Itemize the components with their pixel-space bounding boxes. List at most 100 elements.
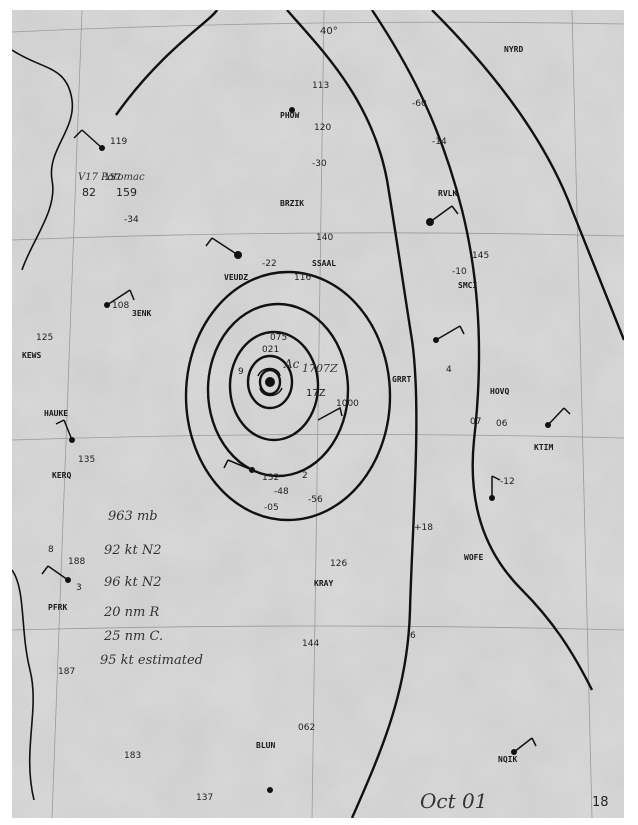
station-code: HAUKE <box>44 409 68 418</box>
wind-barb <box>513 737 537 753</box>
obs-value: 120 <box>314 123 331 133</box>
station-code: BLUN <box>256 741 275 750</box>
map-canvas: 40° Ac 1707Z 17Z 1000 V17 Potomac 82 159… <box>12 10 624 818</box>
wind-barb <box>106 289 135 306</box>
wind-barb <box>435 325 465 341</box>
lat-lon-grid <box>12 10 624 818</box>
obs-value: -22 <box>262 259 277 269</box>
obs-digit: 3 <box>76 583 82 593</box>
station-code: KEWS <box>22 351 41 360</box>
obs-value: 188 <box>68 557 85 567</box>
obs-value: 126 <box>330 559 347 569</box>
meridian-line <box>311 10 325 818</box>
obs-value: 144 <box>302 639 319 649</box>
obs-value: 135 <box>78 455 95 465</box>
intensity-note-wind-1: 92 kt N2 <box>104 543 162 558</box>
wind-barb <box>41 565 69 581</box>
station-code: PHOW <box>280 111 299 120</box>
isobar-center <box>258 368 282 396</box>
obs-value: 132 <box>262 473 279 483</box>
obs-digit: 4 <box>446 365 452 375</box>
isobar-ring-1 <box>246 354 294 410</box>
station-code: 3ENK <box>132 309 151 318</box>
station-code-labels: NYRD PHOW BRZIK RVLK SSAAL VEUDZ SMCI 3E… <box>22 45 553 764</box>
surface-analysis-chart: 40° Ac 1707Z 17Z 1000 V17 Potomac 82 159… <box>12 10 624 818</box>
map-date-label: Oct 01 <box>420 789 487 813</box>
obs-value: -48 <box>274 487 289 497</box>
station-code: SSAAL <box>312 259 336 268</box>
storm-time-label: 17Z <box>306 388 326 399</box>
wind-barb <box>429 205 459 223</box>
station-code: VEUDZ <box>224 273 248 282</box>
intensity-note-radius: 20 nm R <box>103 605 160 620</box>
station-code: HOVQ <box>490 387 509 396</box>
isobar-ring-2 <box>228 330 320 442</box>
isobar-outer-east <box>286 10 418 818</box>
obs-value: 075 <box>270 333 287 343</box>
wind-barb <box>205 237 239 256</box>
isobar-lines <box>115 10 624 818</box>
isobar-ring-3 <box>206 302 350 478</box>
wind-barb <box>55 419 73 441</box>
isobar-arc-northwest <box>115 10 219 116</box>
small-plot-digits: 9 8 2 4 6 3 <box>48 365 452 641</box>
ship-note: V17 Potomac <box>78 172 145 183</box>
station-code: WOFE <box>464 553 483 562</box>
obs-value: -14 <box>432 137 447 147</box>
plotted-observations: 157 140 135 132 116 145 120 126 125 144 … <box>36 81 515 803</box>
meridian-label: 40° <box>320 26 338 37</box>
coastline-south <box>12 569 35 801</box>
station-code: KTIM <box>534 443 553 452</box>
obs-value: -34 <box>124 215 139 225</box>
ship-value: 82 <box>82 186 96 199</box>
storm-eye <box>265 377 275 387</box>
parallel-line <box>12 21 624 33</box>
wind-barb <box>73 129 103 149</box>
isobar-ring-4 <box>184 270 392 522</box>
intensity-note-pressure: 963 mb <box>108 509 158 524</box>
obs-digit: 9 <box>238 367 244 377</box>
station-code: KRAY <box>314 579 333 588</box>
obs-value: 113 <box>312 81 329 91</box>
pressure-label: 1000 <box>336 399 359 409</box>
obs-value: 145 <box>472 251 489 261</box>
ship-value: 159 <box>116 186 137 199</box>
obs-value: -10 <box>452 267 467 277</box>
parallel-line <box>12 232 624 241</box>
wind-barb <box>317 406 343 421</box>
storm-note-ac: Ac <box>283 357 300 371</box>
intensity-note-wind-2: 96 kt N2 <box>104 575 162 590</box>
station-dot <box>289 107 295 113</box>
obs-value: 07 <box>470 417 481 427</box>
station-code: NQIK <box>498 755 517 764</box>
obs-value: +18 <box>414 523 433 533</box>
map-corner-label: 18 <box>592 795 609 810</box>
intensity-note-eye: 25 nm C. <box>103 629 163 644</box>
station-code: SMCI <box>458 281 477 290</box>
obs-value: 183 <box>124 751 141 761</box>
coastline <box>12 49 74 801</box>
intensity-note-estimated: 95 kt estimated <box>100 653 203 668</box>
wind-barb <box>491 475 501 498</box>
obs-value: -12 <box>500 477 515 487</box>
station-code: NYRD <box>504 45 523 54</box>
wind-barbs <box>41 129 571 753</box>
meridian-line <box>51 10 83 818</box>
parallel-line <box>12 625 624 631</box>
obs-value: -30 <box>312 159 327 169</box>
obs-value: -05 <box>264 503 279 513</box>
obs-digit: 8 <box>48 545 54 555</box>
hurricane-icon <box>257 367 283 397</box>
obs-value: 157 <box>104 173 121 183</box>
station-code: GRRT <box>392 375 411 384</box>
obs-value: 137 <box>196 793 213 803</box>
obs-digit: 2 <box>302 471 308 481</box>
station-dot <box>267 787 273 793</box>
obs-value: 116 <box>294 273 311 283</box>
obs-value: 108 <box>112 301 129 311</box>
obs-value: -56 <box>308 495 323 505</box>
isobar-far-east <box>431 10 624 341</box>
obs-value: 187 <box>58 667 75 677</box>
obs-value: 062 <box>298 723 315 733</box>
